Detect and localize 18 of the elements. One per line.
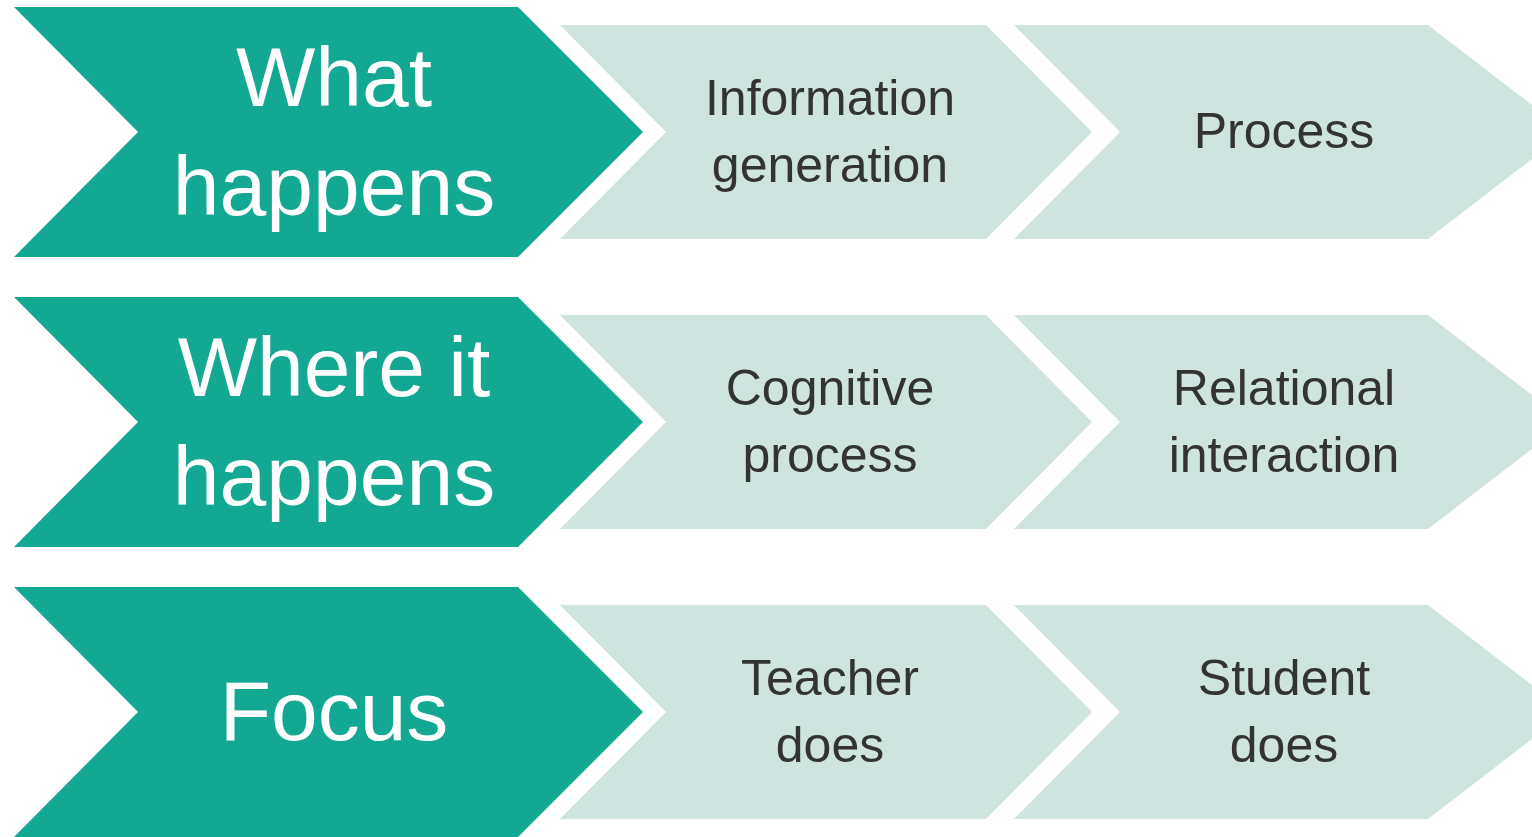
chevron-band <box>1014 25 1532 239</box>
chevron-band <box>14 7 643 257</box>
chevron-label: Cognitive process <box>724 358 936 485</box>
chevron-label: Information generation <box>703 68 957 195</box>
chevron-band <box>14 587 643 837</box>
chevron-band <box>560 25 1092 239</box>
chevron-band <box>1014 605 1532 819</box>
chevron-label: Relational interaction <box>1167 358 1401 485</box>
chevron-label: Process <box>1193 102 1375 162</box>
chevron-band <box>14 297 643 547</box>
chevron-label: What happens <box>171 28 497 235</box>
chevron-label: Student does <box>1196 648 1372 775</box>
chevron-label: Teacher does <box>740 648 920 775</box>
chevron-band <box>1014 315 1532 529</box>
chevron-label: Focus <box>219 663 449 761</box>
chevron-band <box>560 315 1092 529</box>
chevron-band <box>560 605 1092 819</box>
chevron-label: Where it happens <box>171 318 497 525</box>
